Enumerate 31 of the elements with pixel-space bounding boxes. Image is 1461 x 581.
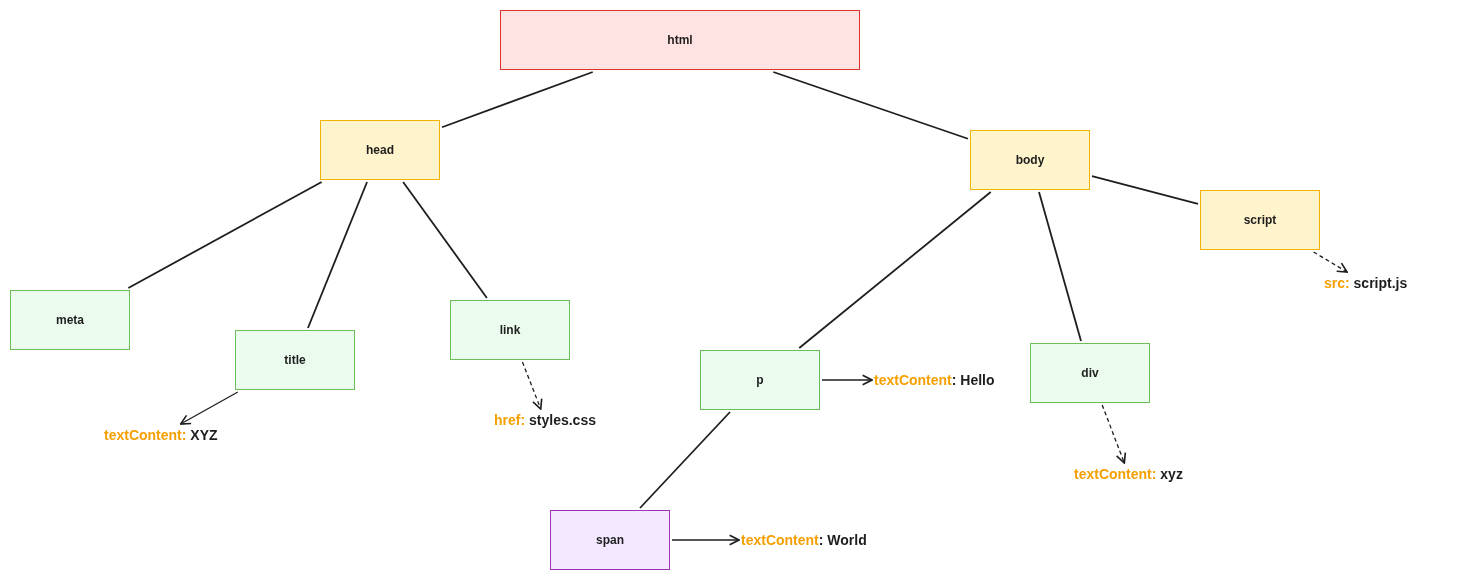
element-box: span [550, 510, 670, 570]
tree-line [1038, 191, 1082, 342]
element-box: body [970, 130, 1090, 190]
arrow [179, 391, 239, 425]
attribute-label: src: script.js [1324, 274, 1408, 292]
tree-line [441, 71, 594, 129]
element-box: html [500, 10, 860, 70]
element-box: div [1030, 343, 1150, 403]
tree-line [1091, 175, 1199, 205]
element-box: title [235, 330, 355, 390]
attribute-label: textContent: xyz [1074, 465, 1183, 483]
element-box: meta [10, 290, 130, 350]
attribute-label: textContent: World [741, 531, 867, 549]
tree-line [402, 181, 488, 299]
tree-line [127, 181, 323, 289]
tree-line [798, 191, 992, 349]
element-box: link [450, 300, 570, 360]
arrow [821, 374, 873, 386]
element-box: script [1200, 190, 1320, 250]
tree-line [307, 181, 368, 329]
element-box: head [320, 120, 440, 180]
attribute-label: textContent: XYZ [104, 426, 218, 444]
arrow [521, 361, 543, 410]
tree-line [772, 71, 969, 140]
arrow [1312, 251, 1348, 273]
tree-line [639, 411, 731, 509]
attribute-label: textContent: Hello [874, 371, 995, 389]
attribute-label: href: styles.css [494, 411, 596, 429]
element-box: p [700, 350, 820, 410]
arrow [671, 534, 740, 546]
arrow [1101, 404, 1127, 464]
